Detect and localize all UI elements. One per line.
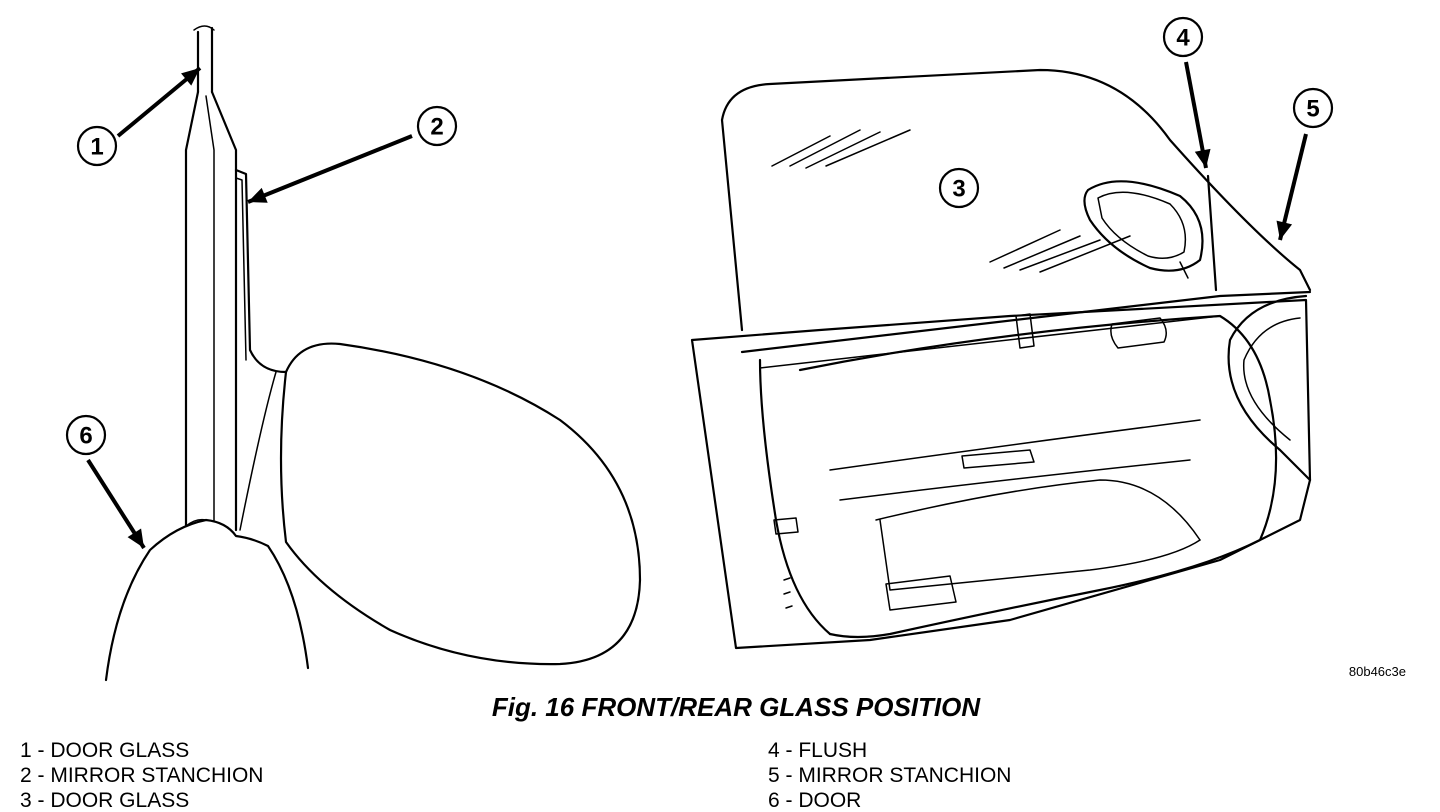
left-view-mirror-stanchion: [104, 25, 642, 682]
leader-line-2: [247, 134, 413, 204]
callout-1: 1: [76, 125, 118, 167]
legend-item-6: 6 - DOOR: [768, 789, 862, 812]
legend-item-4: 4 - FLUSH: [768, 739, 868, 762]
legend-right-column: 4 - FLUSH 5 - MIRROR STANCHION 6 - DOOR: [768, 738, 1011, 812]
leader-arrowhead-5: [1276, 220, 1293, 240]
leader-arrows: [86, 61, 1308, 550]
callout-number-2: 2: [430, 114, 443, 141]
leader-arrowhead-4: [1194, 148, 1211, 168]
callout-4: 4: [1162, 16, 1204, 58]
leader-arrowhead-6: [127, 528, 144, 548]
callout-3: 3: [938, 167, 980, 209]
callout-markers: 1 2 3 4 5 6: [65, 16, 1334, 456]
callout-6: 6: [65, 414, 107, 456]
callout-2: 2: [416, 105, 458, 147]
callout-number-6: 6: [79, 423, 92, 450]
callout-number-1: 1: [90, 134, 103, 161]
figure-code: 80b46c3e: [1348, 664, 1406, 679]
callout-circle-3: [938, 167, 980, 209]
legend-item-1: 1 - DOOR GLASS: [20, 739, 190, 762]
legend-item-2: 2 - MIRROR STANCHION: [20, 764, 264, 787]
figure-title: Fig. 16 FRONT/REAR GLASS POSITION: [491, 692, 981, 722]
leader-arrowhead-1: [181, 68, 200, 86]
callout-circle-4: [1162, 16, 1204, 58]
callout-circle-2: [416, 105, 458, 147]
legend-left-column: 1 - DOOR GLASS 2 - MIRROR STANCHION 3 - …: [20, 738, 263, 812]
callout-number-4: 4: [1176, 25, 1190, 52]
callout-5: 5: [1292, 87, 1334, 129]
callout-number-5: 5: [1306, 96, 1319, 123]
legend-item-3: 3 - DOOR GLASS: [20, 789, 190, 812]
callout-circle-1: [76, 125, 118, 167]
callout-circle-6: [65, 414, 107, 456]
legend-item-5: 5 - MIRROR STANCHION: [768, 764, 1012, 787]
callout-number-3: 3: [952, 176, 965, 203]
callout-circle-5: [1292, 87, 1334, 129]
right-view-door: [690, 68, 1312, 650]
leader-arrowhead-2: [248, 187, 268, 203]
leader-line-5: [1278, 133, 1308, 241]
